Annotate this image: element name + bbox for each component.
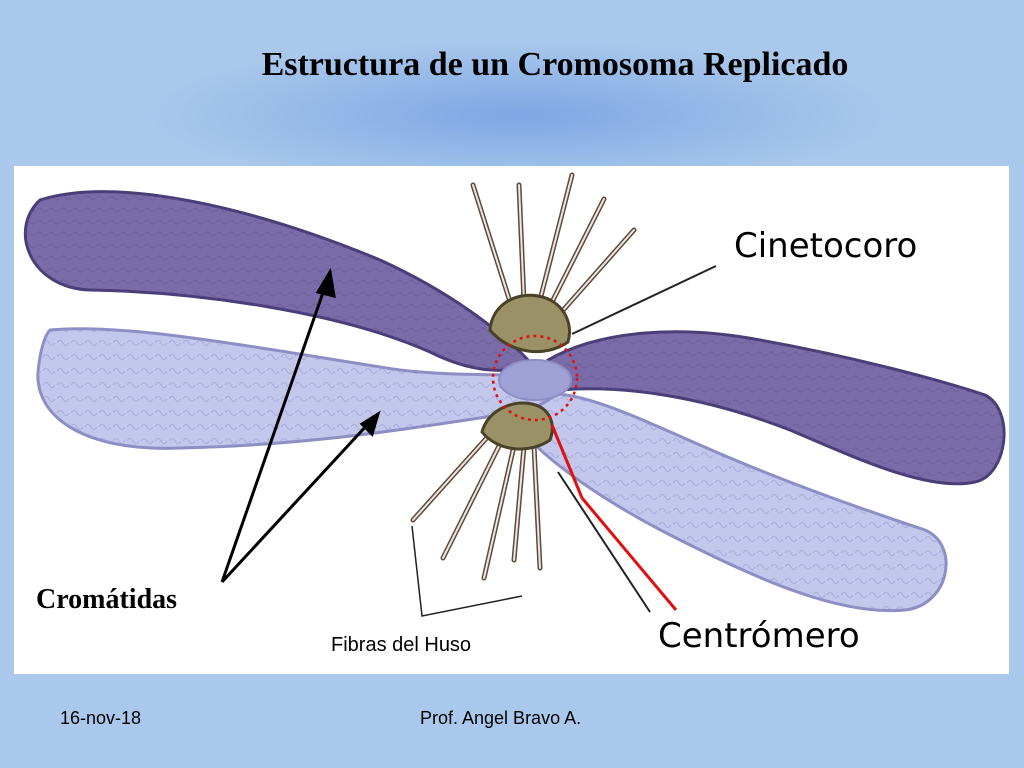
chromatid-arrows	[220, 267, 381, 584]
centromere-pointer-line-red	[550, 424, 584, 499]
centromere-marker-circle	[491, 334, 579, 422]
label-spindle-fibers: Fibras del Huso	[331, 634, 472, 656]
spindle-fibers-bottom	[410, 429, 543, 581]
title-glow	[140, 40, 900, 190]
arrowhead-icon	[315, 267, 336, 299]
chromatid-arrow-upper	[220, 283, 328, 583]
spindle-fibers-bracket	[411, 525, 523, 617]
arrowhead-icon	[359, 410, 381, 437]
slide-title: Estructura de un Cromosoma Replicado	[261, 46, 849, 83]
kinetochore-bottom	[480, 401, 554, 451]
footer-author: Prof. Angel Bravo A.	[420, 708, 582, 728]
label-kinetochore: Cinetocoro	[734, 226, 918, 266]
footer-date: 16-nov-18	[60, 708, 142, 728]
centromere-junction	[498, 359, 572, 401]
kinetochore-pointer-line	[571, 265, 717, 335]
centromere-pointer-line-dark	[557, 471, 651, 613]
label-chromatids: Cromátidas	[36, 584, 178, 615]
label-centromere: Centrómero	[658, 616, 860, 656]
centromere-pointer-line-red	[580, 497, 678, 611]
chromatid-arrow-lower	[220, 422, 370, 584]
